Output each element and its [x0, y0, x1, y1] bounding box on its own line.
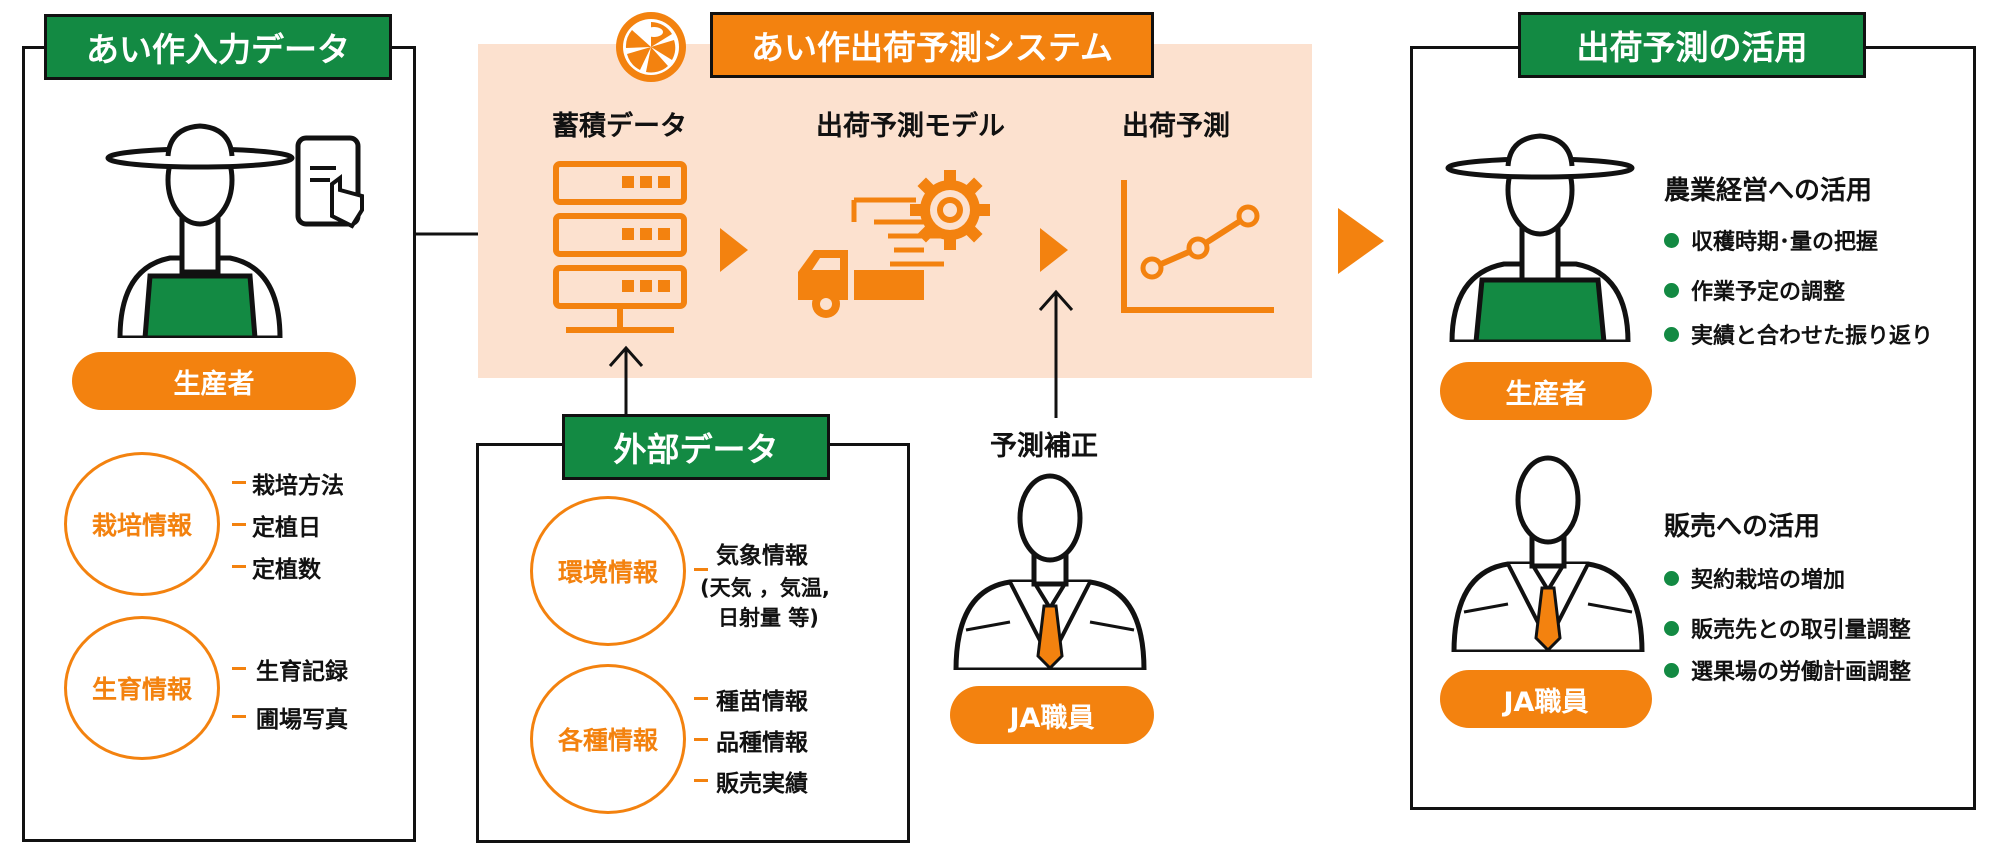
connector — [232, 667, 246, 670]
connector — [232, 715, 246, 718]
connector — [694, 568, 708, 571]
weather-detail-line2: 日射量 等) — [718, 606, 819, 630]
farm-management-heading: 農業経営への活用 — [1664, 176, 1873, 206]
sales-usage-heading: 販売への活用 — [1664, 512, 1821, 542]
producer-badge: 生産者 — [72, 352, 356, 410]
ja-staff-illustration — [953, 473, 1147, 670]
ja-staff-illustration-right — [1451, 455, 1645, 652]
external-data-arrow — [608, 345, 644, 418]
connector — [232, 523, 246, 526]
cultivation-info-circle: 栽培情報 — [64, 452, 220, 596]
seed-info: 種苗情報 — [716, 689, 808, 715]
forecast-chart-icon — [1121, 180, 1274, 313]
connector — [694, 697, 708, 700]
growth-info-circle: 生育情報 — [64, 616, 220, 760]
ja-staff-badge: JA職員 — [950, 686, 1154, 744]
various-info-circle: 各種情報 — [530, 664, 686, 814]
forecast-usage-title: 出荷予測の活用 — [1518, 12, 1866, 78]
farm-bullet-schedule: 作業予定の調整 — [1664, 274, 1845, 306]
system-title: あい作出荷予測システム — [710, 12, 1154, 78]
farm-bullet-harvest: 収穫時期･量の把握 — [1664, 224, 1878, 256]
weather-detail-line1: (天気 ，気温, — [700, 576, 830, 600]
connector — [232, 481, 246, 484]
external-data-panel — [476, 443, 910, 843]
forecast-correction-label: 予測補正 — [990, 431, 1098, 462]
flow-arrow-icon — [1040, 228, 1068, 272]
weather-info: 気象情報 — [716, 543, 808, 569]
sales-bullet-labor: 選果場の労働計画調整 — [1664, 654, 1911, 686]
connector — [694, 738, 708, 741]
sales-record: 販売実績 — [716, 771, 808, 797]
farmer-with-tablet-illustration — [105, 123, 364, 338]
variety-info: 品種情報 — [716, 730, 808, 756]
truck-gear-icon — [798, 170, 990, 318]
producer-badge-right: 生産者 — [1440, 362, 1652, 420]
input-data-title: あい作入力データ — [44, 14, 392, 80]
farmer-illustration — [1445, 133, 1635, 342]
stage-accumulated-data: 蓄積データ — [552, 111, 687, 142]
environment-info-circle: 環境情報 — [530, 496, 686, 646]
bullet-dot — [1664, 620, 1679, 636]
sales-bullet-volume: 販売先との取引量調整 — [1664, 612, 1911, 644]
bullet-dot — [1664, 662, 1679, 678]
planting-count: 定植数 — [252, 557, 321, 583]
output-arrow-icon — [1338, 208, 1384, 274]
field-photo: 圃場写真 — [256, 707, 348, 733]
bullet-dot — [1664, 232, 1679, 248]
cultivation-method: 栽培方法 — [252, 473, 344, 499]
connector — [232, 565, 246, 568]
planting-date: 定植日 — [252, 515, 321, 541]
server-icon — [553, 161, 687, 333]
bullet-dot — [1664, 570, 1679, 586]
stage-forecast: 出荷予測 — [1122, 111, 1230, 142]
flow-arrow-icon — [720, 228, 748, 272]
ja-staff-badge-right: JA職員 — [1440, 670, 1652, 728]
farm-bullet-review: 実績と合わせた振り返り — [1664, 318, 1933, 350]
citrus-logo-icon — [616, 12, 686, 82]
correction-arrow — [1038, 289, 1074, 418]
bullet-dot — [1664, 282, 1679, 298]
connector — [694, 779, 708, 782]
external-data-title: 外部データ — [562, 414, 830, 480]
stage-forecast-model: 出荷予測モデル — [816, 111, 1005, 142]
sales-bullet-contract: 契約栽培の増加 — [1664, 562, 1845, 594]
growth-record: 生育記録 — [256, 659, 348, 685]
bullet-dot — [1664, 326, 1679, 342]
